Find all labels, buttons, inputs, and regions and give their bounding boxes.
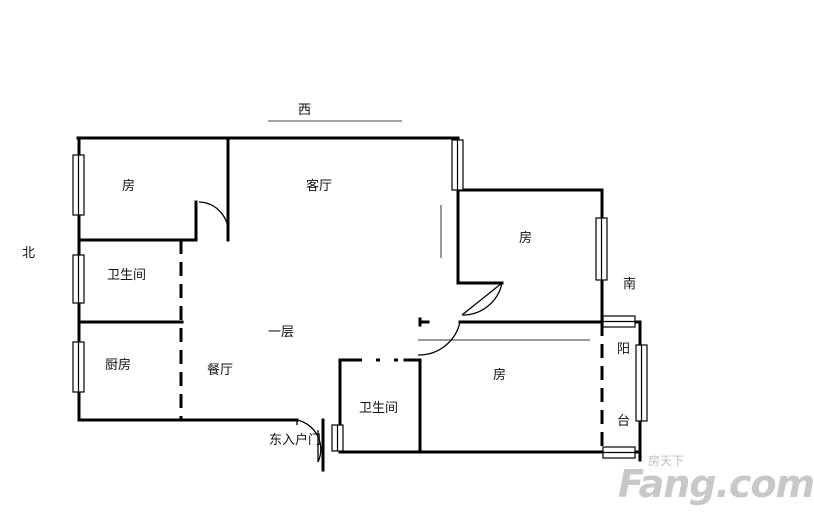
room-bedroom-east-upper: 房 (519, 231, 533, 246)
room-bedroom-northwest: 房 (122, 179, 136, 194)
room-kitchen: 厨房 (105, 358, 132, 373)
room-dining: 餐厅 (207, 363, 234, 378)
dashed-partitions (179, 240, 604, 452)
room-living-room: 客厅 (306, 179, 333, 194)
floor-level-label: 一层 (268, 325, 295, 340)
watermark-sub: 房天下 (648, 454, 685, 468)
entrance-label: 东入户门 (269, 433, 322, 448)
room-bathroom-south: 卫生间 (359, 401, 399, 416)
west-label: 西 (298, 103, 312, 118)
balcony-label-top: 阳 (617, 342, 631, 357)
balcony-label-bottom: 台 (617, 414, 631, 429)
windows (72, 139, 648, 459)
north-label: 北 (22, 246, 36, 261)
thin-lines (418, 205, 590, 341)
south-label: 南 (623, 277, 637, 292)
room-bedroom-east-lower: 房 (493, 368, 507, 383)
room-bathroom-west: 卫生间 (107, 268, 147, 283)
doors (198, 201, 503, 463)
watermark-logo: Fang.com (618, 462, 814, 506)
walls (76, 136, 642, 472)
